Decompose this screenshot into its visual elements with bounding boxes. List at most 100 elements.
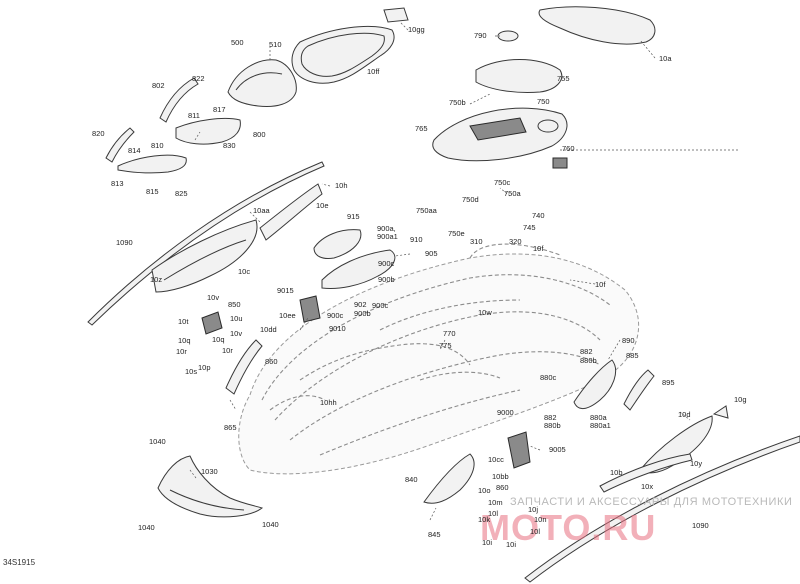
label-9010: 9010 <box>329 324 346 333</box>
watermark-line2: MOTO.RU <box>480 507 656 548</box>
label-850: 850 <box>228 300 241 309</box>
part-860 <box>225 339 263 395</box>
label-750: 750 <box>537 97 550 106</box>
part-905-panel <box>321 249 396 289</box>
label-810: 810 <box>151 141 164 150</box>
label-500: 500 <box>231 38 244 47</box>
label-1090-left: 1090 <box>116 238 133 247</box>
label-10ee: 10ee <box>279 311 296 320</box>
label-320: 320 <box>509 237 522 246</box>
part-10gg <box>383 7 409 23</box>
label-10o: 10o <box>478 486 491 495</box>
label-750a: 750a <box>504 189 522 198</box>
label-10v-b: 10v <box>230 329 242 338</box>
strip-1090-left <box>87 161 325 326</box>
label-900c-a: 900c <box>378 259 395 268</box>
label-1040-top: 1040 <box>149 437 166 446</box>
label-10g: 10g <box>734 395 747 404</box>
label-885: 885 <box>626 351 639 360</box>
label-10t: 10t <box>178 317 189 326</box>
label-510: 510 <box>269 40 282 49</box>
label-880a1: 880a1 <box>590 421 611 430</box>
part-510-frame <box>291 25 395 84</box>
label-310: 310 <box>470 237 483 246</box>
part-790 <box>497 30 519 42</box>
part-760 <box>552 157 568 169</box>
label-10dd: 10dd <box>260 325 277 334</box>
label-10r-a: 10r <box>176 347 187 356</box>
leader-lines <box>189 21 738 521</box>
label-750b: 750b <box>449 98 466 107</box>
label-10y: 10y <box>690 459 702 468</box>
label-900a: 900a, <box>377 224 396 233</box>
label-10e: 10e <box>316 201 329 210</box>
watermark-line1: ЗАПЧАСТИ И АКСЕССУАРЫ ДЛЯ МОТОТЕХНИКИ <box>510 496 792 508</box>
label-910: 910 <box>410 235 423 244</box>
label-845: 845 <box>428 530 441 539</box>
label-900b-b: 900b <box>354 309 371 318</box>
label-10z: 10z <box>150 275 162 284</box>
label-750e: 750e <box>448 229 465 238</box>
label-10f-right: 10f <box>595 280 606 289</box>
label-905: 905 <box>425 249 438 258</box>
label-802: 802 <box>152 81 165 90</box>
label-813: 813 <box>111 179 124 188</box>
label-760: 760 <box>562 144 575 153</box>
label-10cc: 10cc <box>488 455 504 464</box>
label-10q-a: 10q <box>178 336 191 345</box>
label-800: 800 <box>253 130 266 139</box>
label-765: 765 <box>415 124 428 133</box>
label-10l: 10l <box>488 509 498 518</box>
label-10p: 10p <box>198 363 211 372</box>
part-820-grip <box>105 127 135 163</box>
label-815: 815 <box>146 187 159 196</box>
label-880c: 880c <box>540 373 557 382</box>
label-10d: 10d <box>678 410 691 419</box>
label-814: 814 <box>128 146 141 155</box>
label-740: 740 <box>532 211 545 220</box>
watermark: ЗАПЧАСТИ И АКСЕССУАРЫ ДЛЯ МОТОТЕХНИКИ MO… <box>480 496 792 548</box>
label-10u: 10u <box>230 314 243 323</box>
part-10g <box>712 405 729 419</box>
label-10v-a: 10v <box>207 293 219 302</box>
label-900c-c: 900c <box>327 311 344 320</box>
label-10j: 10j <box>528 505 538 514</box>
part-10a <box>538 6 656 45</box>
label-880a: 880a <box>590 413 608 422</box>
label-882b: 882 <box>544 413 557 422</box>
label-915: 915 <box>347 212 360 221</box>
label-10gg: 10gg <box>408 25 425 34</box>
label-880b-a: 880b <box>580 356 597 365</box>
part-755 <box>475 59 563 93</box>
label-10x: 10x <box>641 482 653 491</box>
label-10k: 10k <box>478 515 490 524</box>
part-10b <box>599 453 693 493</box>
label-10aa: 10aa <box>253 206 271 215</box>
label-10s: 10s <box>185 367 197 376</box>
label-882: 882 <box>580 347 593 356</box>
label-1090-right: 1090 <box>692 521 709 530</box>
part-814-handle <box>117 154 187 174</box>
label-811: 811 <box>188 111 200 120</box>
label-900a1: 900a1 <box>377 232 398 241</box>
strip-1090-right <box>524 435 800 583</box>
part-880 <box>573 359 616 409</box>
part-10c-panel <box>151 219 258 293</box>
label-770: 770 <box>443 329 456 338</box>
label-10q-b: 10q <box>212 335 225 344</box>
label-790: 790 <box>474 31 487 40</box>
label-9000: 9000 <box>497 408 514 417</box>
label-750aa: 750aa <box>416 206 438 215</box>
part-9015 <box>299 295 321 323</box>
part-labels: 500 510 10gg 10ff 790 10a 755 750b 750 7… <box>92 25 747 549</box>
label-860: 860 <box>265 357 278 366</box>
part-500-cowl <box>227 59 297 107</box>
label-750d: 750d <box>462 195 479 204</box>
part-750-tray <box>432 107 568 162</box>
label-745: 745 <box>523 223 536 232</box>
label-10bb: 10bb <box>492 472 509 481</box>
label-10c: 10c <box>238 267 250 276</box>
part-822-grip <box>159 77 199 123</box>
hull-ghost <box>238 243 640 475</box>
part-915 <box>313 229 362 259</box>
